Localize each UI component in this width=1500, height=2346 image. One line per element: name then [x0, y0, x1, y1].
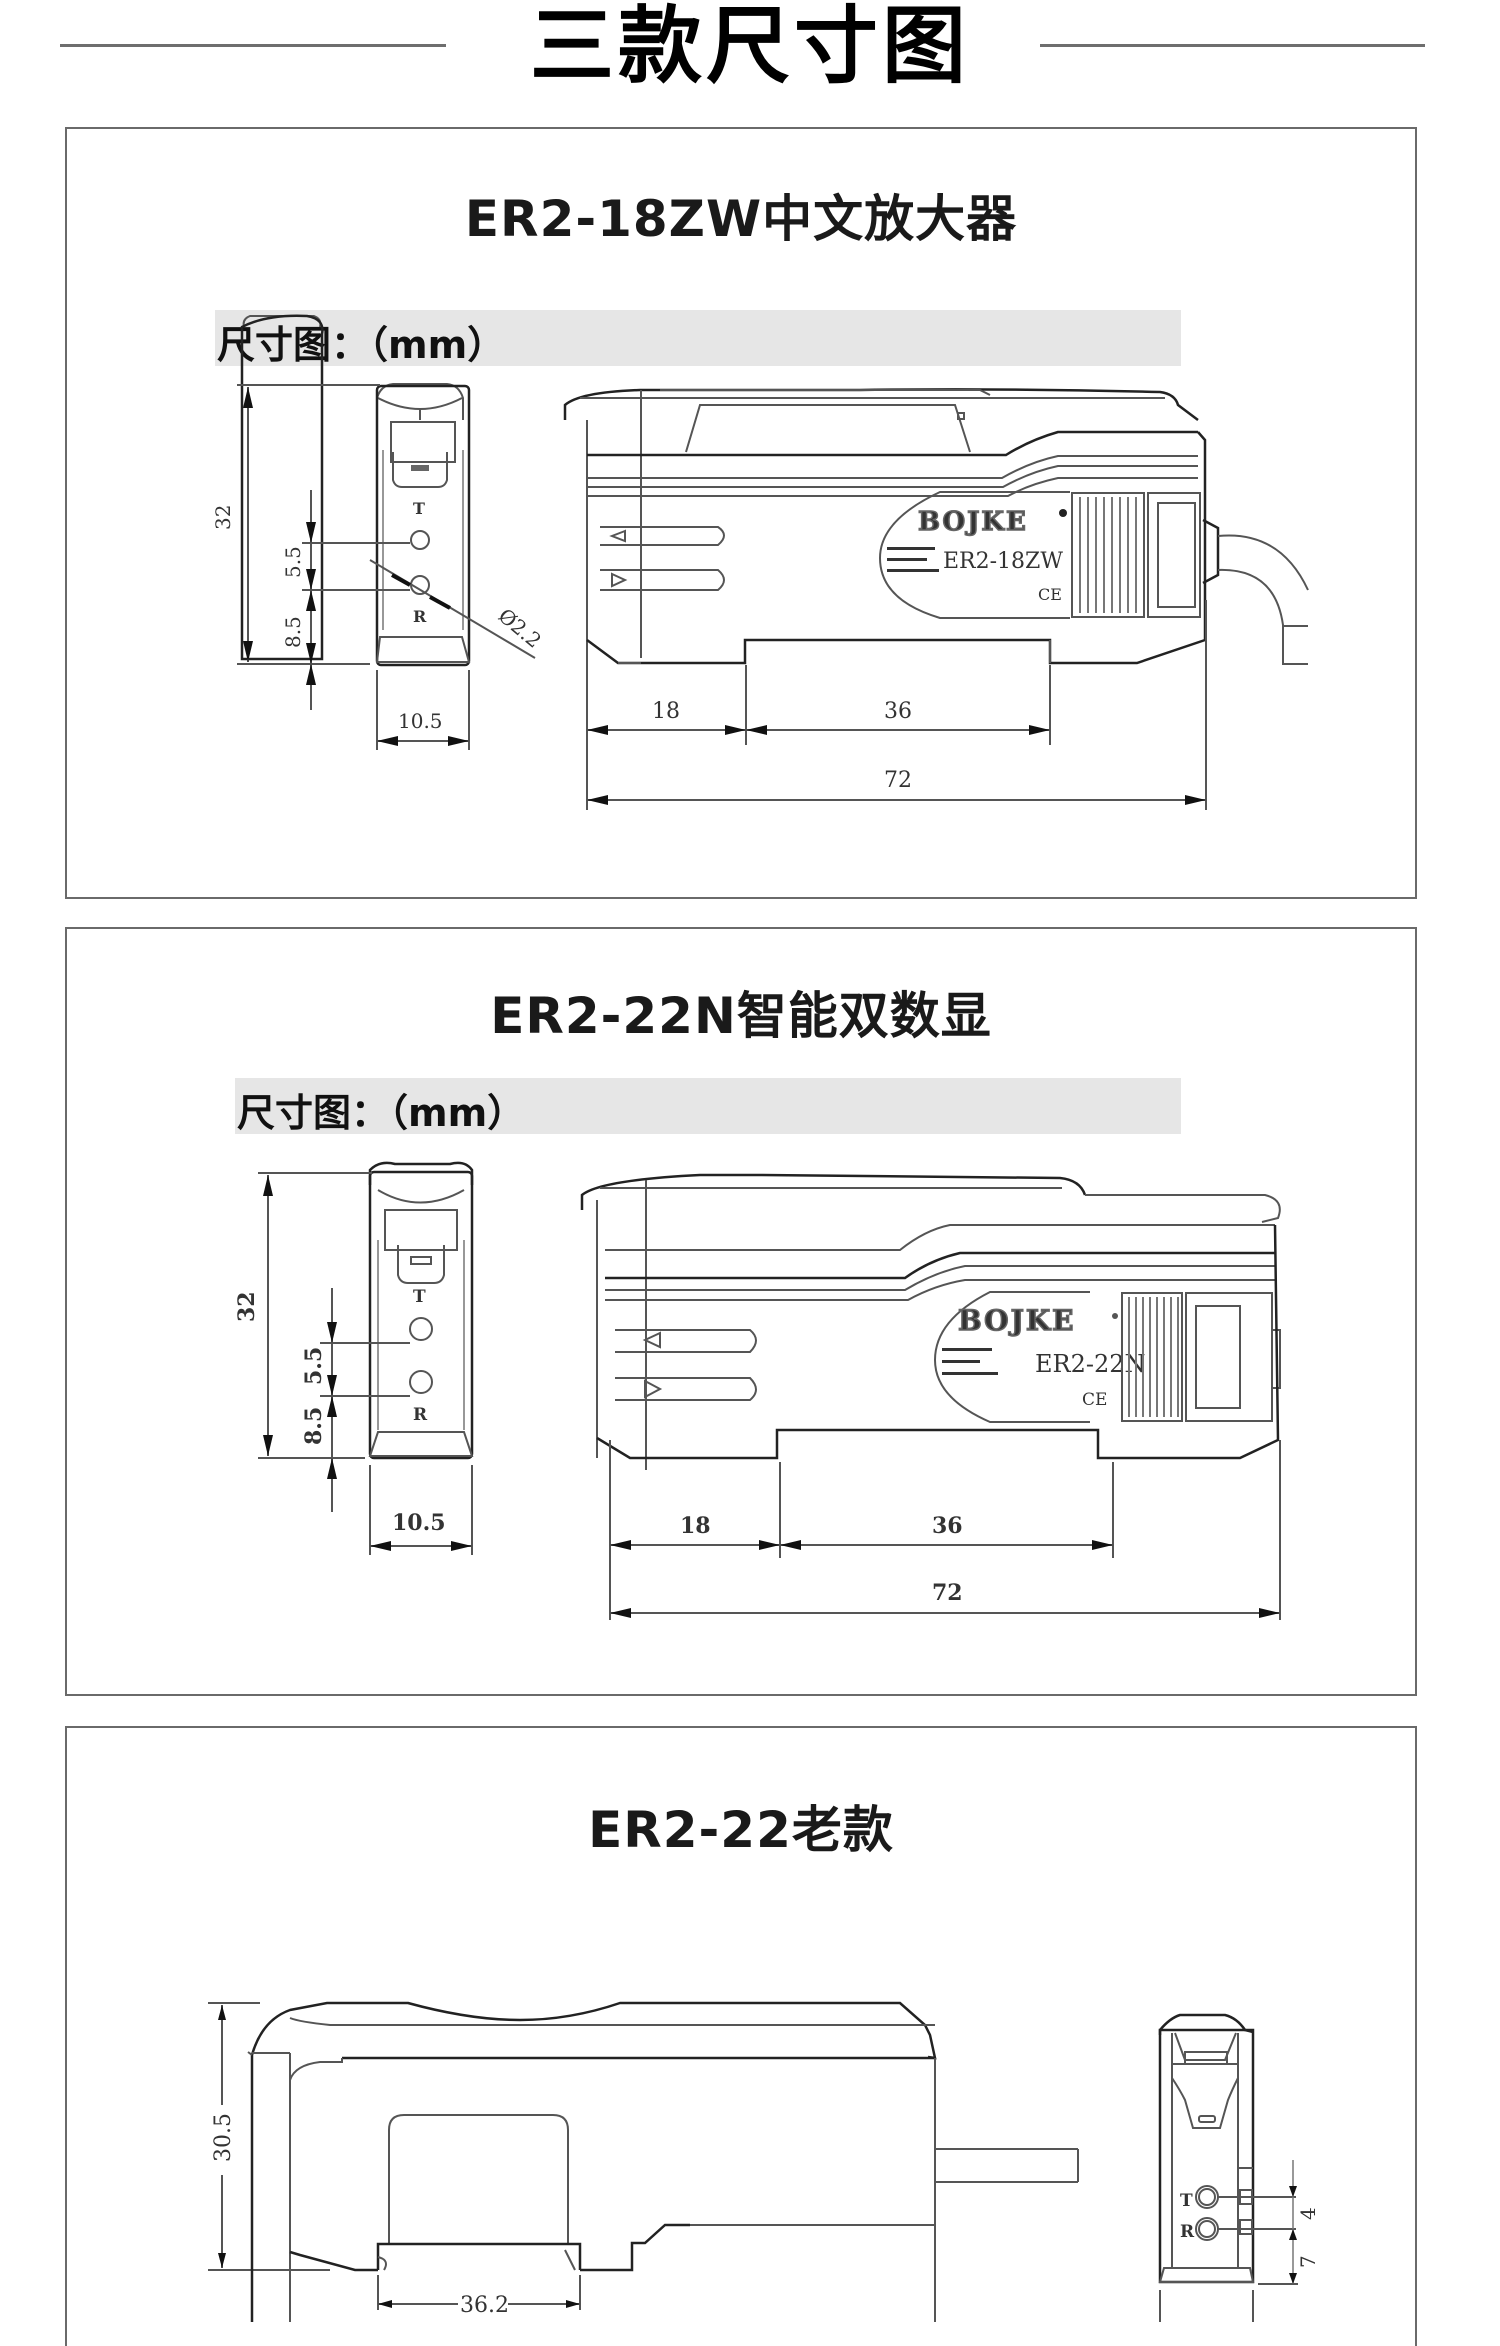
panel-er2-22n: ER2-22N智能双数显 尺寸图：（mm）: [65, 927, 1417, 1696]
technical-drawing: [240, 314, 324, 661]
header-rule-left: [60, 44, 446, 47]
panel-title: ER2-22N智能双数显: [490, 987, 992, 1045]
front-view: [240, 314, 324, 661]
header-rule-right: [1040, 44, 1425, 47]
panel-title: ER2-18ZW中文放大器: [464, 190, 1018, 248]
panel-title: ER2-22老款: [588, 1801, 894, 1859]
panel-er2-18zw: ER2-18ZW中文放大器 尺寸图：（mm）: [65, 127, 1417, 899]
dimension-label-bar: 尺寸图：（mm）: [235, 1078, 1181, 1135]
dimension-label-bar: 尺寸图：（mm）: [215, 310, 1181, 367]
panel-er2-22-old: ER2-22老款: [65, 1726, 1417, 2346]
dimension-label: 尺寸图：（mm）: [217, 323, 506, 367]
dimension-label: 尺寸图：（mm）: [237, 1091, 526, 1135]
page-title: 三款尺寸图: [529, 0, 970, 95]
